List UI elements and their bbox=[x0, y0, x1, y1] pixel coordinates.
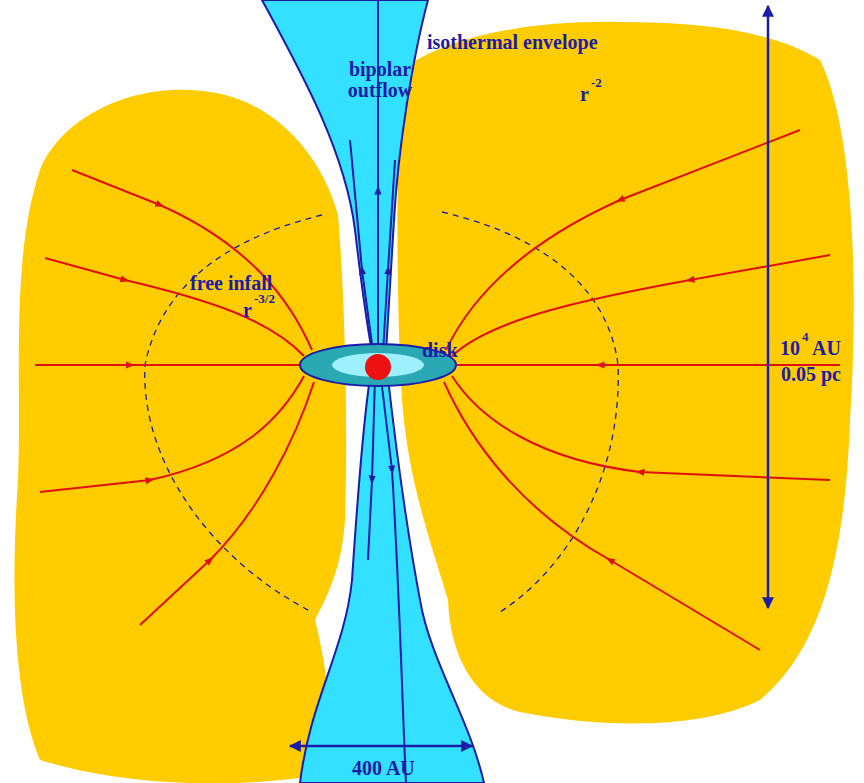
annotation-label: AU bbox=[812, 338, 841, 359]
dimension-arrow bbox=[767, 6, 770, 608]
envelope-right bbox=[398, 22, 854, 724]
region-label: bipolar outflow bbox=[330, 59, 430, 101]
annotation-label: 400 AU bbox=[352, 758, 415, 779]
annotation-label: 10 bbox=[780, 338, 800, 359]
outflow-bottom bbox=[300, 378, 484, 783]
annotation-label: r bbox=[580, 84, 589, 105]
annotation-label: 0.05 pc bbox=[781, 364, 841, 385]
annotation-label: r bbox=[243, 300, 252, 321]
outflow-streamlines bbox=[350, 0, 406, 783]
dimension-arrow bbox=[290, 745, 472, 748]
region-label-box: bipolar outflow bbox=[330, 59, 430, 101]
region-label-box: disk bbox=[422, 340, 458, 361]
infall-streamlines bbox=[35, 130, 840, 650]
annotation-label: free infall bbox=[190, 273, 272, 294]
region-label: disk bbox=[422, 340, 458, 361]
free-infall-boundary bbox=[145, 212, 619, 612]
exponent-label: -2 bbox=[591, 76, 602, 90]
region-label: isothermal envelope bbox=[427, 32, 598, 53]
exponent-label: 4 bbox=[802, 330, 809, 344]
outflow-top bbox=[262, 0, 428, 352]
protostar bbox=[365, 354, 391, 380]
envelope-left bbox=[14, 90, 346, 783]
exponent-label: -3/2 bbox=[254, 292, 275, 306]
region-label-box: isothermal envelope bbox=[427, 32, 598, 53]
